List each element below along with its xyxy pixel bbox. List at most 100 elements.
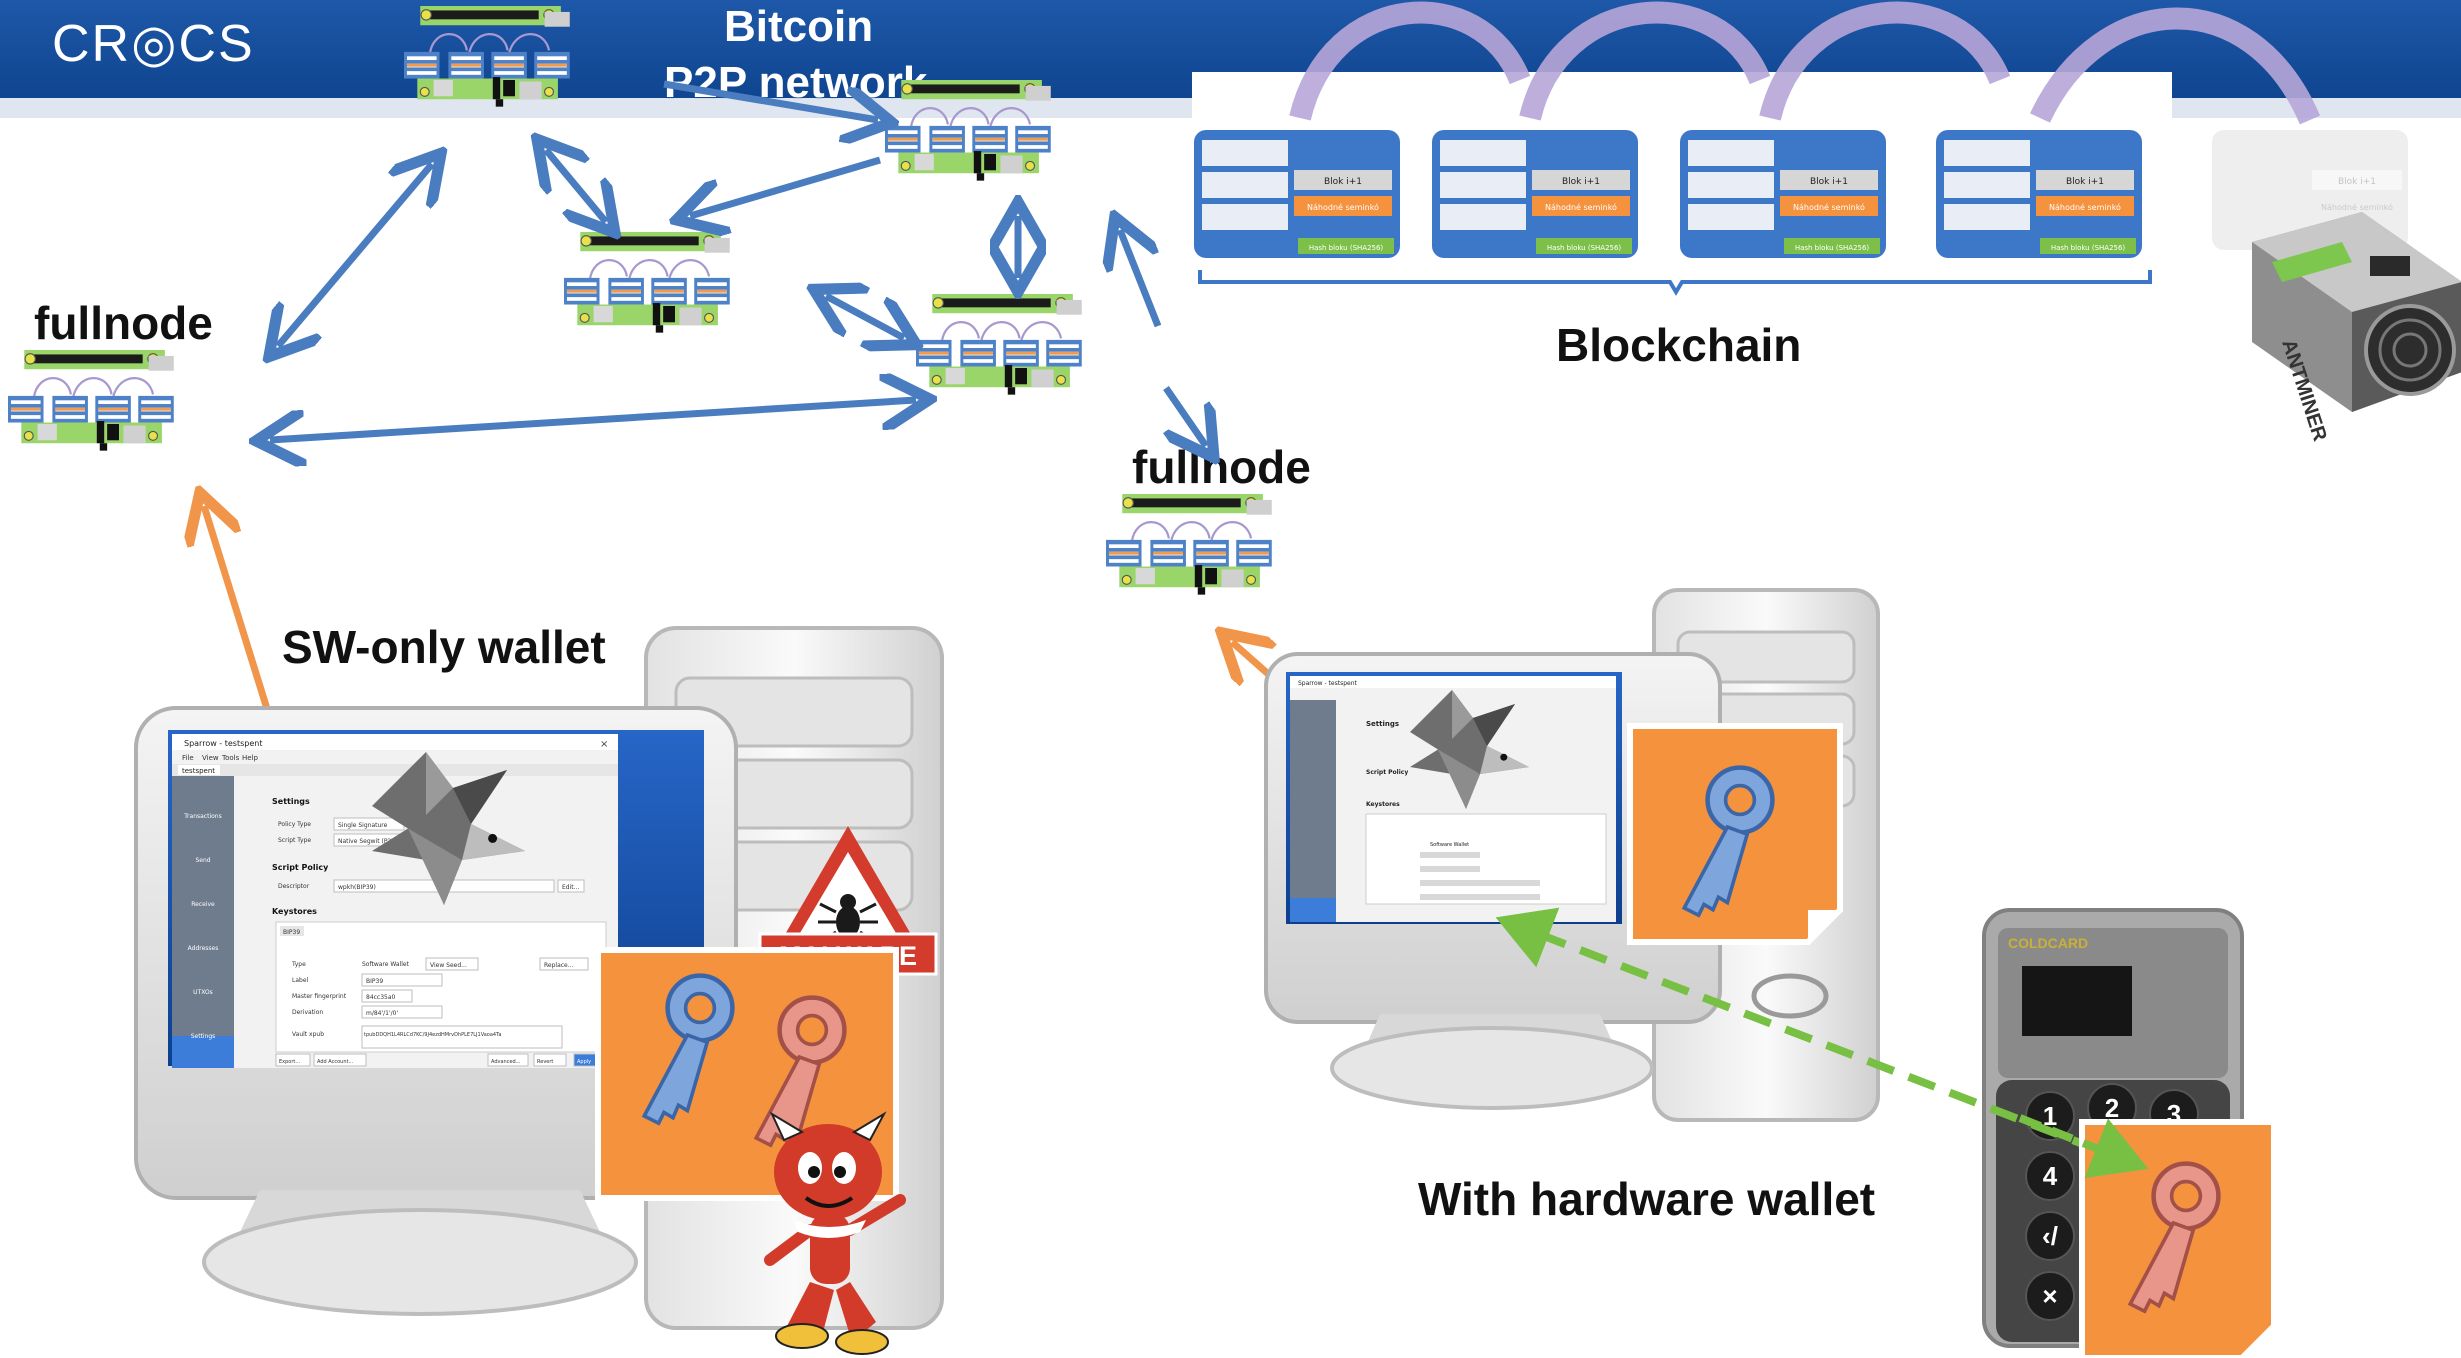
fullnode-left-icon [6, 348, 175, 452]
form-field[interactable] [557, 879, 585, 893]
right-script-policy-heading: Script Policy [1366, 769, 1408, 776]
descriptor-value: wpkh(BIP39) [338, 884, 376, 891]
node-middle [562, 230, 731, 334]
block-hash: Hash bloku (SHA256) [1547, 244, 1622, 252]
fullnode-right-icon [1104, 492, 1273, 596]
form-field[interactable] [361, 973, 443, 987]
xpub-value: tpubDDQH1L4RLCd7KC/9J4ezdHMrvDhPLE7LJ1Va… [364, 1032, 501, 1038]
policy-type-label: Policy Type [278, 821, 311, 828]
node-center-right [914, 292, 1083, 396]
left-window-title: Sparrow - testspent [184, 739, 262, 748]
block-title-box [1294, 170, 1392, 190]
block-nonce-box [1532, 196, 1630, 216]
block-nonce: Náhodné seminkó [1793, 202, 1865, 212]
right-settings-heading: Settings [1366, 720, 1399, 728]
block-hash: Hash bloku (SHA256) [1309, 244, 1384, 252]
arrow-middle-center [826, 296, 904, 338]
block-nonce: Náhodné seminkó [1307, 202, 1379, 212]
menu-item[interactable]: File [182, 754, 194, 762]
block-tx-row [1202, 140, 1288, 166]
right-window-title: Sparrow - testspent [1298, 680, 1357, 687]
menu-item[interactable]: Tools [221, 754, 240, 762]
form-button[interactable] [533, 1053, 567, 1067]
block-nonce: Náhodné seminkó [1545, 202, 1617, 212]
arrow-topright-middle [690, 156, 881, 216]
form-button[interactable] [487, 1053, 529, 1067]
xpub-label: Vault xpub [292, 1031, 324, 1038]
keystore-tab: BIP39 [283, 929, 300, 936]
menu-item[interactable]: View [202, 754, 219, 762]
left-window-tab[interactable]: testspent [182, 767, 215, 775]
sidebar-item[interactable]: UTXOs [193, 989, 213, 996]
replace: Replace... [544, 962, 574, 969]
block-title: Blok i+1 [2066, 177, 2104, 187]
label-value: BIP39 [366, 978, 383, 985]
keypad-key-label: ‹/ [2042, 1221, 2058, 1251]
form-field[interactable] [425, 957, 479, 971]
block-hash-box [1784, 238, 1880, 254]
arrow-topleft-topright [663, 80, 878, 120]
block-nonce-box [1294, 196, 1392, 216]
form-field[interactable] [361, 1025, 563, 1049]
blockchain-brace [1198, 270, 2152, 296]
block-tx-row [1202, 172, 1288, 198]
script-policy-heading: Script Policy [272, 863, 329, 872]
blockchain-label: Blockchain [1556, 319, 1802, 371]
left-window-settings-active [172, 1036, 234, 1068]
menu-item[interactable]: Help [242, 754, 259, 762]
block-tx-row [1944, 204, 2030, 230]
block-title: Blok i+1 [1324, 177, 1362, 187]
arrow-center-fullnode-right [1166, 386, 1206, 446]
keypad-key[interactable] [2025, 1271, 2075, 1321]
form-field[interactable] [539, 957, 589, 971]
form-button[interactable] [313, 1053, 367, 1067]
sidebar-item[interactable]: Addresses [188, 945, 219, 952]
block-title-box [1532, 170, 1630, 190]
sidebar-item[interactable]: Transactions [183, 813, 221, 820]
keypad-key[interactable] [2025, 1211, 2075, 1261]
keystore-tab-bg [280, 926, 304, 936]
type-value: Software Wallet [362, 961, 410, 968]
fingerprint-value: 84cc35a0 [366, 994, 396, 1001]
form-button[interactable] [275, 1053, 311, 1067]
derivation-label: Derivation [292, 1009, 323, 1016]
keypad-key[interactable] [2025, 1151, 2075, 1201]
sidebar-item[interactable]: Receive [191, 901, 215, 908]
block-tx-row [1944, 172, 2030, 198]
monitor-stand-left [202, 1208, 638, 1316]
block-tx-row [1440, 140, 1526, 166]
coldcard-brand: COLDCARD [2008, 935, 2088, 951]
form-field[interactable] [361, 1005, 443, 1019]
block-tx-row [1688, 140, 1774, 166]
blockchain-curved-arrows [1289, 1, 2321, 125]
policy-type-value: Single Signature [338, 822, 388, 829]
script-type-value: Native Segwit (P2WPKH) [338, 838, 412, 845]
block-tx-row [1440, 204, 1526, 230]
settings-heading: Settings [272, 797, 310, 806]
network-label-line1: Bitcoin [724, 2, 874, 51]
arrow-topleft-middle [546, 150, 606, 222]
sidebar-item[interactable]: Send [195, 857, 210, 864]
block-title: Blok i+1 [1562, 177, 1600, 187]
block-tx-row [1688, 204, 1774, 230]
coldcard-screen [2022, 966, 2132, 1036]
keystores-heading: Keystores [272, 907, 317, 916]
left-window-close-button[interactable]: × [600, 739, 608, 750]
pending-block-nonce: Náhodné seminkó [2321, 202, 2393, 212]
devil-mascot-icon [764, 1111, 906, 1355]
block-hash-box [1298, 238, 1394, 254]
arrow-topright-center2 [1120, 230, 1162, 328]
right-keystores-heading: Keystores [1366, 801, 1400, 808]
sidebar-item[interactable]: Settings [191, 1033, 216, 1040]
block-tx-row [1440, 172, 1526, 198]
view-seed: View Seed... [430, 962, 467, 969]
block-tx-row [1202, 204, 1288, 230]
type-label: Type [291, 961, 306, 968]
form-field[interactable] [361, 989, 413, 1003]
